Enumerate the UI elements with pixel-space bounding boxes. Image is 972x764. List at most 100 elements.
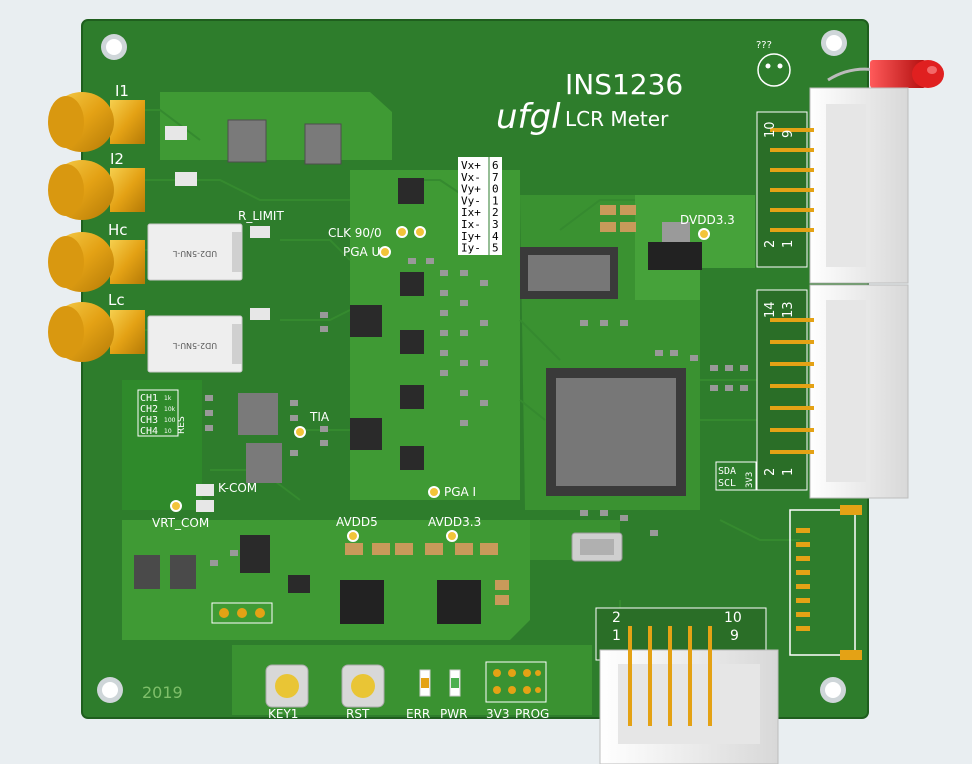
header-top-pin10: 10: [763, 121, 778, 138]
relay-1: UD2-5NU-L: [147, 223, 243, 281]
test-points: [170, 226, 710, 542]
ch-small-4: 10: [164, 428, 172, 435]
header-mid-pin14: 14: [763, 301, 778, 318]
ldo-regulator: [648, 222, 702, 270]
label-prog: PROG: [515, 707, 549, 721]
label-r-limit: R_LIMIT: [238, 209, 284, 223]
qfn-power-2: [437, 580, 481, 624]
board-year: 2019: [142, 683, 183, 702]
test-point-avdd33: [446, 530, 458, 542]
header-mid-pin2: 2: [763, 468, 778, 476]
ch-label-2: CH2: [140, 404, 158, 415]
product-subtitle: LCR Meter: [565, 107, 669, 131]
label-key1: KEY1: [268, 707, 298, 721]
jumper-pads: [211, 602, 273, 624]
label-k-com: K-COM: [218, 481, 257, 495]
ch-small-1: 1k: [164, 395, 172, 402]
sma-label-hc: Hc: [108, 221, 128, 239]
test-point-avdd5: [347, 530, 359, 542]
mux-row-num: 2: [492, 206, 499, 219]
sma-label-i2: I2: [110, 150, 124, 168]
relay-2: UD2-5NU-L: [147, 315, 243, 373]
mux-row-num: 6: [492, 159, 499, 172]
label-dvdd33: DVDD3.3: [680, 213, 735, 227]
label-vrt-com: VRT_COM: [152, 516, 209, 530]
header-top-pin9: 9: [781, 130, 796, 138]
mux-row-name: Vy-: [461, 194, 481, 207]
passives: [165, 126, 748, 605]
ic-ssop-dac: [520, 247, 618, 299]
mux-row-name: Ix+: [461, 206, 481, 219]
mux-row-num: 4: [492, 230, 499, 243]
header-top-right: [756, 87, 909, 284]
ch-small-2: 10k: [164, 406, 176, 413]
sma-label-lc: Lc: [108, 291, 125, 309]
test-point-tia: [294, 426, 306, 438]
header-bottom: [595, 607, 779, 764]
header-mid-pin1: 1: [781, 468, 796, 476]
sma-connector-i2: [48, 160, 145, 220]
test-point-dvdd33: [698, 228, 710, 240]
label-pga-u: PGA U: [343, 245, 380, 259]
mux-table: [458, 157, 502, 255]
header-bottom-pin10: 10: [724, 610, 742, 626]
label-3v3: 3V3: [486, 707, 509, 721]
led-err: [419, 669, 431, 697]
ch-small-3: 100: [164, 417, 176, 424]
led-indicator: [827, 60, 944, 88]
mascot-icon: ???: [756, 40, 791, 87]
label-scl: SCL: [718, 478, 736, 489]
ic-op-amp-top-1: [227, 119, 267, 163]
rst-button[interactable]: [341, 664, 385, 708]
sma-label-i1: I1: [115, 82, 129, 100]
fpc-connector: [789, 505, 862, 660]
mux-row-name: Vy+: [461, 183, 481, 196]
label-rst: RST: [346, 707, 370, 721]
copper-pour-left-strip: [122, 380, 202, 510]
mux-row-name: Iy-: [461, 242, 481, 255]
mux-row-num: 5: [492, 242, 499, 255]
mux-row-num: 3: [492, 218, 499, 231]
label-pga-i: PGA I: [444, 485, 476, 499]
relay-1-text: UD2-5NU-L: [172, 249, 217, 258]
mcu-main: [546, 368, 686, 496]
ch-label-3: CH3: [140, 415, 158, 426]
key1-button[interactable]: [265, 664, 309, 708]
header-mid-right: [756, 284, 909, 499]
i2c-label-block: SDA SCL 3V3: [715, 461, 757, 491]
label-side-3v3: 3V3: [745, 472, 755, 488]
label-res: RES: [177, 416, 187, 434]
channel-label-block: CH1 CH2 CH3 CH4 1k 10k 100 10 RES: [137, 389, 187, 437]
brand-logo: ufgl: [496, 97, 561, 137]
mux-row-num: 7: [492, 171, 499, 184]
mux-row-name: Vx+: [461, 159, 481, 172]
label-avdd33: AVDD3.3: [428, 515, 481, 529]
header-bottom-pin2: 2: [612, 610, 621, 626]
ch-label-4: CH4: [140, 426, 158, 437]
label-avdd5: AVDD5: [336, 515, 378, 529]
mux-table-rows: Vx+6Vx-7Vy+0Vy-1Ix+2Ix-3Iy+4Iy-5: [461, 159, 499, 255]
mux-row-name: Vx-: [461, 171, 481, 184]
label-tia: TIA: [309, 410, 330, 424]
copper-pour-analog-top: [160, 92, 392, 160]
label-err: ERR: [406, 707, 430, 721]
test-point-clk0: [414, 226, 426, 238]
crystal: [571, 532, 623, 562]
led-pwr: [449, 669, 461, 697]
header-top-pin2: 2: [763, 240, 778, 248]
product-name: INS1236: [565, 68, 683, 101]
header-bottom-pin9: 9: [730, 628, 739, 644]
sma-connector-hc: [48, 232, 145, 292]
header-bottom-pin1: 1: [612, 628, 621, 644]
mux-row-name: Ix-: [461, 218, 481, 231]
ch-label-1: CH1: [140, 393, 158, 404]
mux-row-num: 1: [492, 194, 499, 207]
header-mid-pin13: 13: [781, 301, 796, 318]
mux-row-name: Iy+: [461, 230, 481, 243]
label-clk: CLK 90/0: [328, 226, 382, 240]
label-sda: SDA: [718, 466, 736, 477]
test-point-clk90: [396, 226, 408, 238]
test-point-pga-i: [428, 486, 440, 498]
relay-2-text: UD2-5NU-L: [172, 341, 217, 350]
